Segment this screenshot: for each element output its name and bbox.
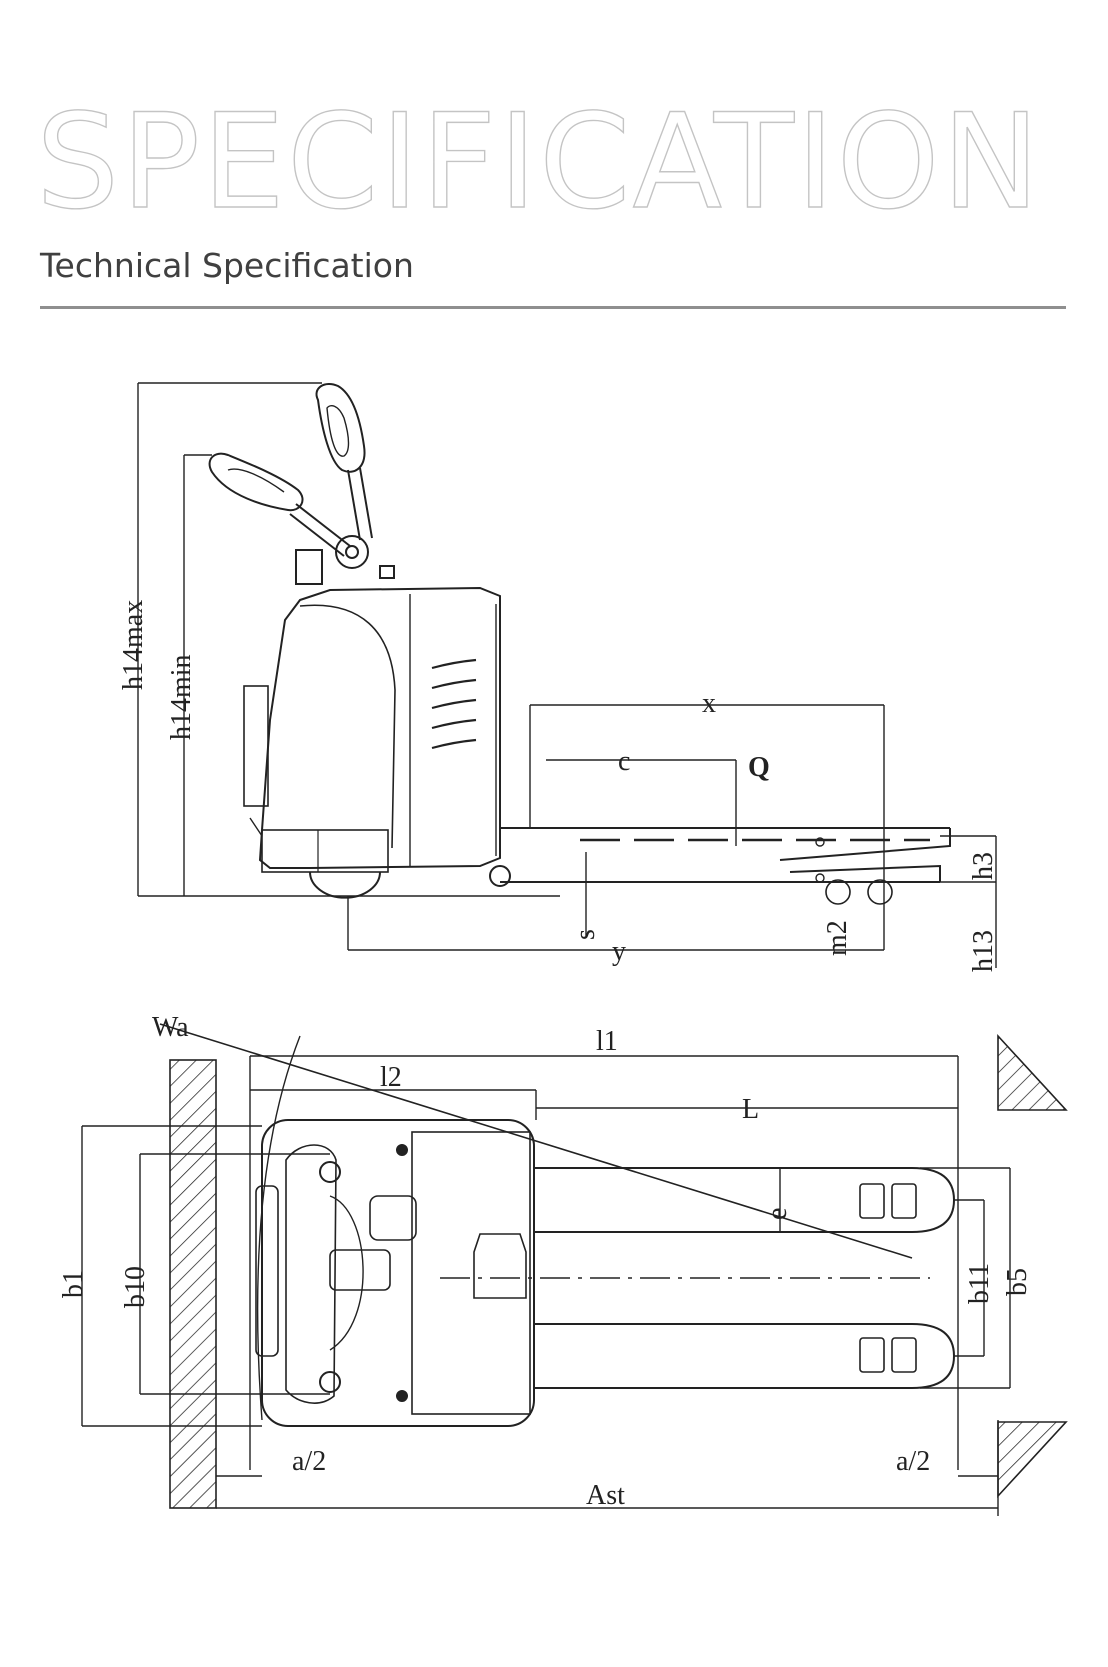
- label-ast: Ast: [586, 1480, 625, 1511]
- right-lower-wall-hatch: [997, 1421, 1068, 1499]
- label-L: L: [742, 1094, 759, 1125]
- label-x: x: [702, 688, 716, 719]
- h14min-dimension: [183, 454, 212, 896]
- turning-arc: [256, 1035, 301, 1421]
- b11-dimension: [954, 1199, 985, 1357]
- tiller-lowered: [208, 452, 351, 557]
- fork-right: [534, 1323, 956, 1389]
- cooling-vents: [431, 658, 477, 750]
- label-wa: Wa: [152, 1012, 189, 1043]
- wa-diagonal: [159, 1023, 913, 1259]
- label-b11: b11: [964, 1263, 995, 1304]
- label-e: e: [762, 1208, 793, 1220]
- label-q: Q: [748, 752, 770, 783]
- ast-dimension: [216, 1420, 999, 1516]
- b10-dimension: [139, 1153, 330, 1395]
- h3-dimension: [940, 835, 997, 968]
- h14max-dimension: [137, 382, 322, 896]
- hero-title: SPECIFICATION: [35, 85, 1042, 238]
- label-h13: h13: [968, 930, 999, 972]
- label-a2-left: a/2: [292, 1446, 326, 1477]
- c-dimension: [546, 759, 737, 846]
- side-view: [137, 382, 997, 968]
- l1-dimension: [249, 1055, 959, 1470]
- right-upper-wall-hatch: [997, 1033, 1068, 1111]
- key-switch: [379, 565, 395, 579]
- top-view: [81, 1023, 1068, 1516]
- forks-side: [500, 827, 951, 905]
- b1-dimension: [81, 1125, 262, 1427]
- label-b5: b5: [1002, 1268, 1033, 1296]
- drive-wheel: [309, 871, 381, 899]
- label-h14min: h14min: [166, 654, 197, 740]
- label-h14max: h14max: [118, 600, 149, 690]
- label-l2: l2: [380, 1062, 402, 1093]
- label-l1: l1: [596, 1026, 618, 1057]
- top-view-labels: Wa l1 l2 L e b1 b10 b11 b5 a/2 a/2 Ast: [58, 1012, 1033, 1511]
- label-b10: b10: [120, 1266, 151, 1308]
- truck-body: [243, 586, 501, 873]
- label-s: s: [570, 929, 601, 940]
- label-a2-right: a/2: [896, 1446, 930, 1477]
- x-dimension: [529, 704, 885, 950]
- label-b1: b1: [58, 1270, 89, 1298]
- label-c: c: [618, 746, 630, 777]
- caster-wheel: [489, 865, 511, 887]
- pivot-bolt: [345, 545, 359, 559]
- fork-left: [534, 1167, 956, 1233]
- control-box: [295, 549, 323, 585]
- title-divider: [40, 306, 1066, 309]
- side-view-labels: h14max h14min x c Q h3 s y m2 h13: [118, 600, 999, 972]
- label-m2: m2: [822, 920, 853, 956]
- label-h3: h3: [968, 852, 999, 880]
- l2-dimension: [250, 1089, 537, 1120]
- tiller-upright: [315, 382, 373, 541]
- left-wall-hatch: [169, 1059, 217, 1509]
- b5-dimension: [920, 1167, 1011, 1389]
- y-dimension: [347, 852, 884, 951]
- label-y: y: [612, 936, 626, 967]
- tiller-pivot: [335, 535, 369, 569]
- section-subtitle: Technical Specification: [40, 246, 414, 285]
- truck-top: [255, 1119, 535, 1427]
